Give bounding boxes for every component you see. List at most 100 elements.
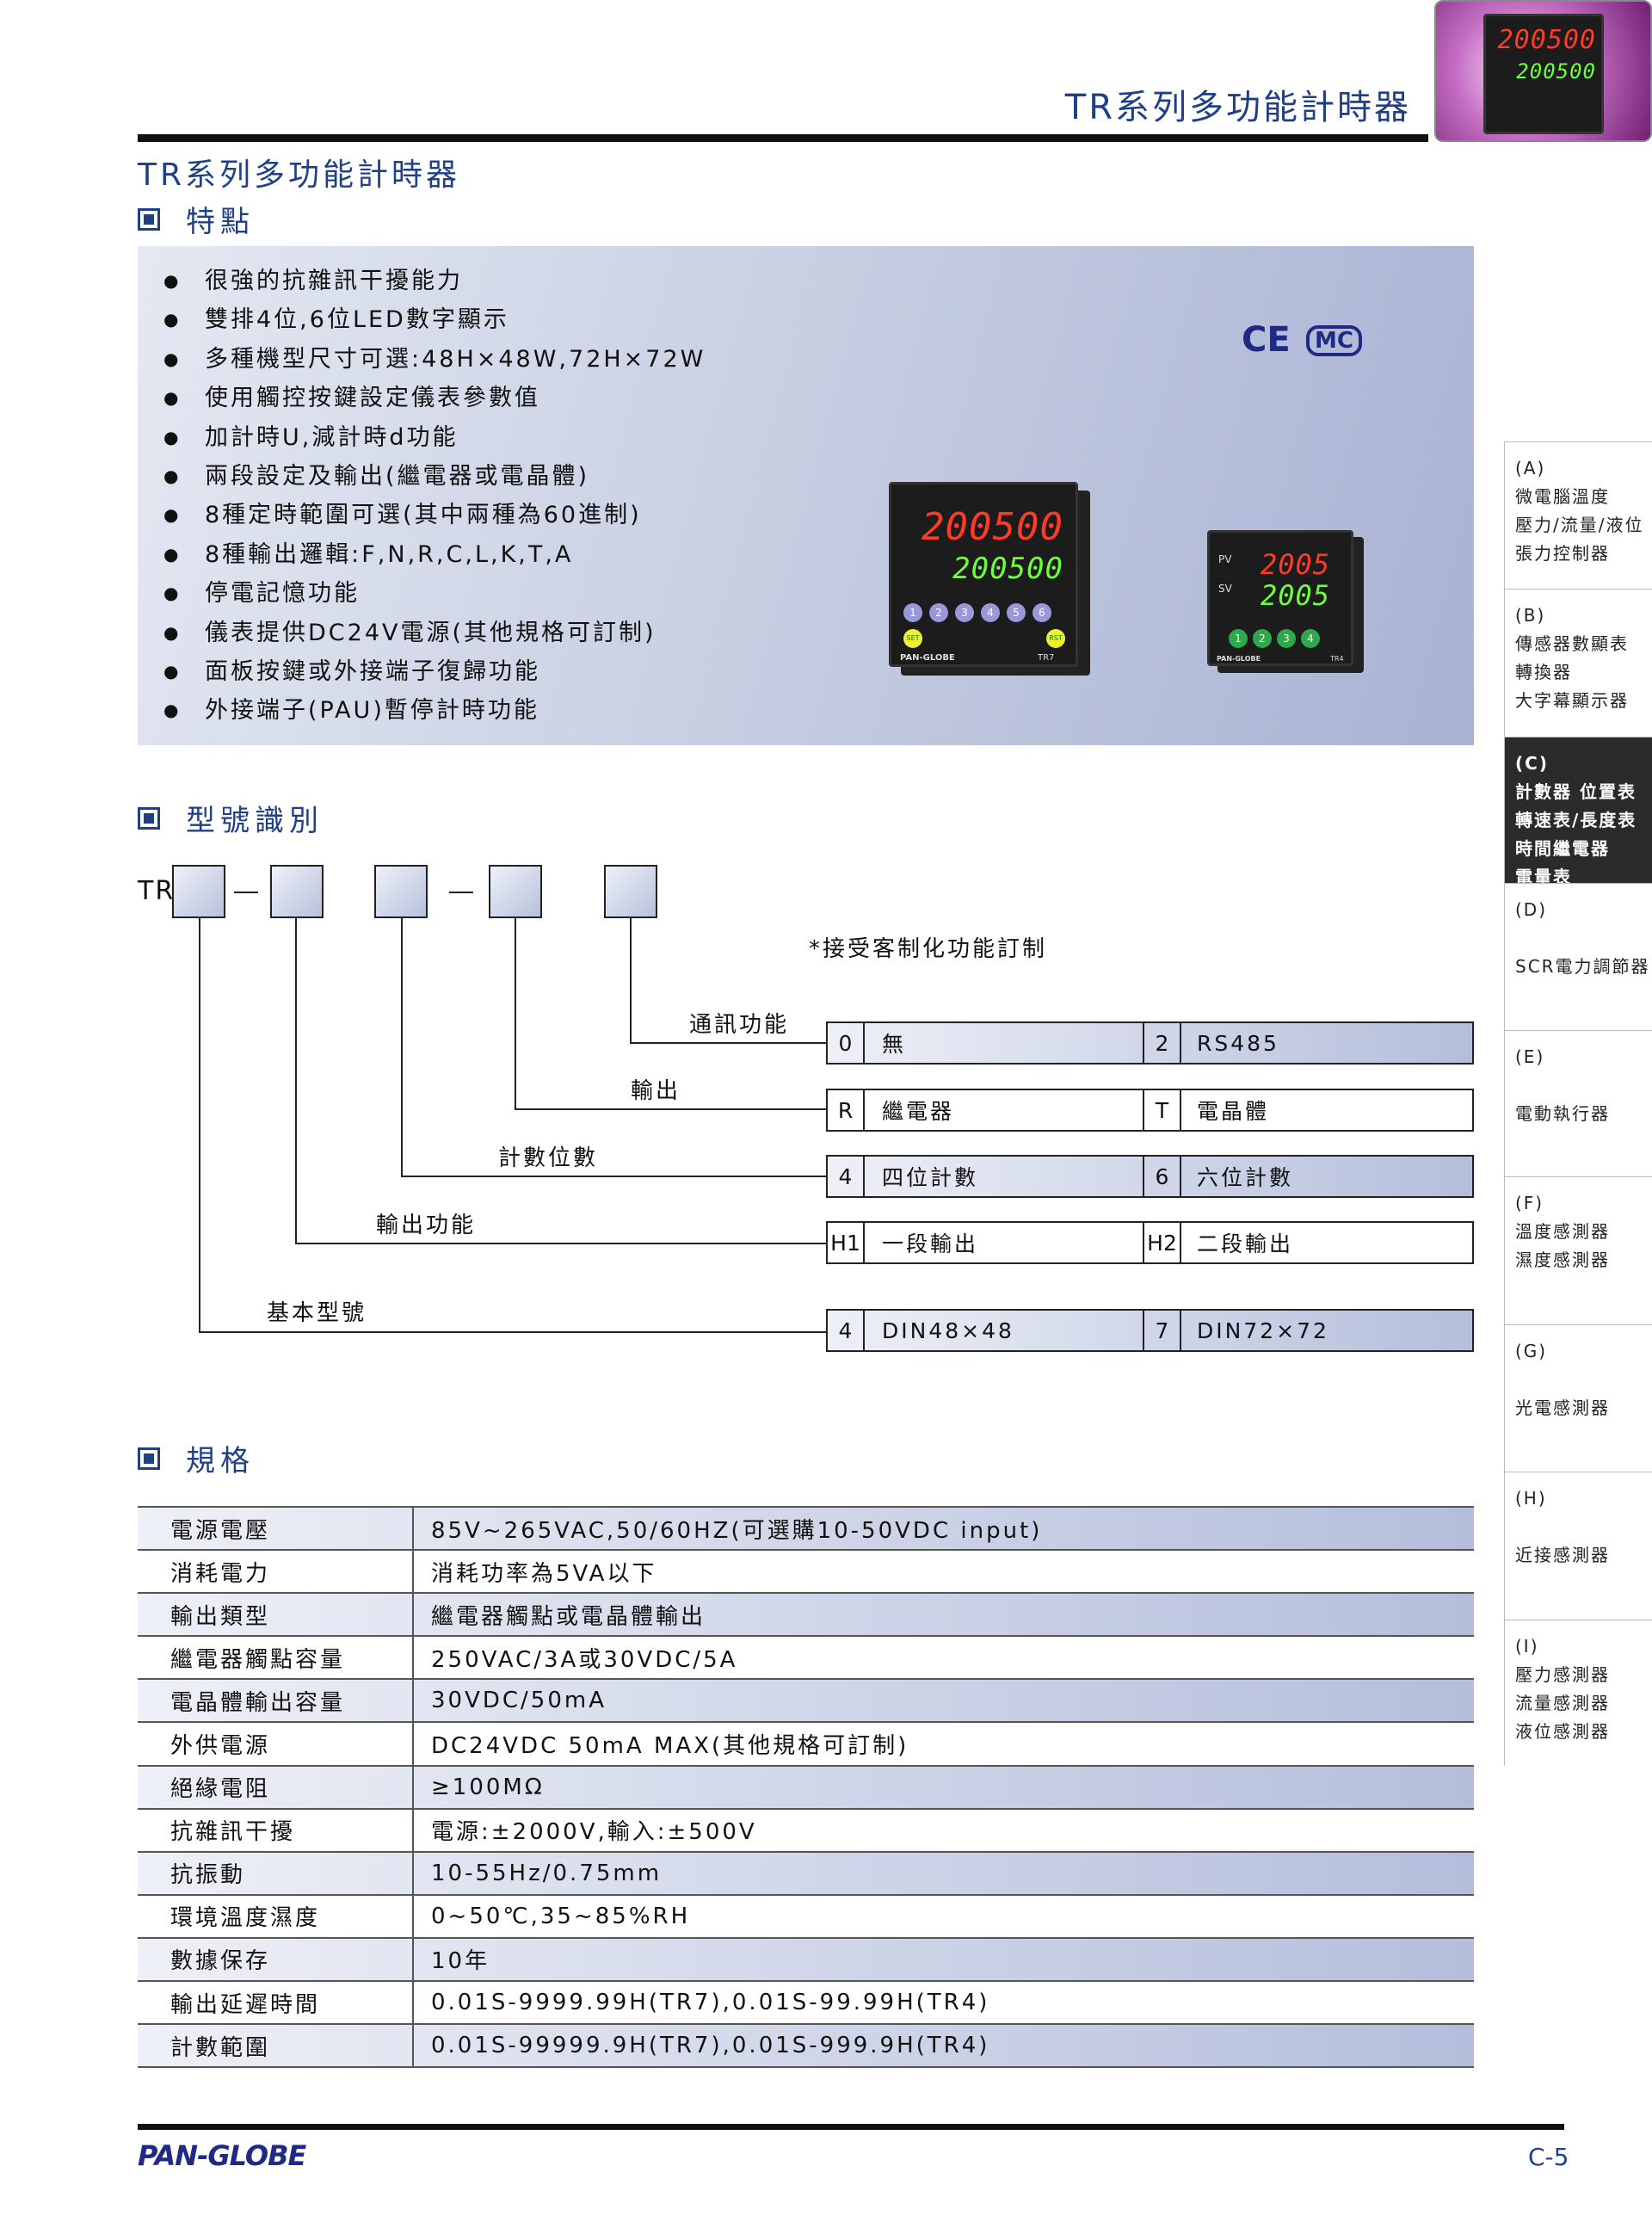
spec-label: 外供電源 [138,1721,414,1766]
square-bullet-icon [138,1447,160,1470]
heading-text: 型號識別 [186,804,324,838]
custom-note: *接受客制化功能訂制 [809,936,1048,962]
spec-row: 絕緣電阻≥100MΩ [138,1764,1474,1809]
sidebar-line: 濕度感測器 [1515,1250,1610,1270]
section-features-heading: 特點 [138,198,255,240]
brand-logo: PAN-GLOBE [138,2139,306,2172]
spec-value: 繼電器觸點或電晶體輸出 [413,1592,1474,1637]
feature-text: 儀表提供DC24V電源(其他規格可訂制) [205,619,656,646]
tr7-rst-key: RST [1046,629,1065,648]
heading-text: 特點 [186,205,255,239]
sidebar-line: 壓力感測器 [1515,1664,1610,1685]
spec-label: 環境溫度濕度 [138,1893,414,1938]
spec-value: 250VAC/3A或30VDC/5A [413,1635,1474,1680]
tr4-pv-display: 2005 [1260,548,1330,581]
square-bullet-icon [138,207,160,231]
sidebar-line [1515,1366,1652,1394]
sidebar-line: 電動執行器 [1515,1103,1610,1124]
option-t1: 無 [865,1023,1144,1063]
sidebar-line: 電量表 [1515,867,1572,887]
feature-text: 兩段設定及輸出(繼電器或電晶體) [205,462,590,490]
option-c1: 4 [828,1157,865,1196]
bullet-icon: ● [163,309,182,330]
option-c1: 4 [828,1311,865,1350]
tr4-pv-label: PV [1218,553,1232,565]
sidebar-item-b[interactable]: (B)傳感器數顯表轉換器大字幕顯示器 [1504,589,1652,737]
bullet-icon: ● [163,504,182,526]
spec-label: 繼電器觸點容量 [138,1635,414,1680]
tr7-sv-display: 200500 [952,552,1063,586]
feature-item: ●很強的抗雜訊干擾能力 [163,262,706,300]
tr7-model: TR7 [1038,653,1055,663]
model-prefix: TR [138,876,176,906]
sidebar-line [1515,1513,1652,1541]
spec-label: 抗振動 [138,1850,414,1895]
option-c2: 2 [1144,1023,1181,1063]
option-t2: RS485 [1197,1030,1279,1056]
bullet-icon: ● [163,426,182,447]
feature-text: 外接端子(PAU)暫停計時功能 [205,697,539,725]
tr7-key-6: 6 [1032,603,1051,622]
sidebar-line: SCR電力調節器 [1515,956,1650,977]
dash [234,892,258,893]
feature-text: 8種輸出邏輯:F,N,R,C,L,K,T,A [205,540,574,568]
option-t2: DIN72×72 [1197,1318,1329,1343]
tr7-key-5: 5 [1007,603,1026,622]
bullet-icon: ● [163,583,182,604]
spec-value: 0.01S-9999.99H(TR7),0.01S-99.99H(TR4) [413,1980,1474,2025]
option-t2: 六位計數 [1197,1165,1294,1190]
feature-text: 雙排4位,6位LED數字顯示 [205,306,509,334]
spec-value: 電源:±2000V,輸入:±500V [413,1807,1474,1852]
sidebar-item-h[interactable]: (H)近接感測器 [1504,1472,1652,1620]
sidebar-item-i[interactable]: (I)壓力感測器流量感測器液位感測器 [1504,1620,1652,1766]
tr7-key-2: 2 [929,603,948,622]
option-t1: 一段輸出 [865,1223,1144,1262]
feature-text: 使用觸控按鍵設定儀表參數值 [205,385,540,412]
sidebar-item-f[interactable]: (F)溫度感測器濕度感測器 [1504,1176,1652,1324]
sidebar-item-a[interactable]: (A)微電腦溫度壓力/流量/液位張力控制器 [1504,441,1652,589]
option-t2: 電晶體 [1197,1099,1270,1124]
page-number: C-5 [1528,2143,1569,2171]
option-label: 輸出功能 [376,1213,477,1238]
sidebar-line: 傳感器數顯表 [1515,633,1629,654]
sidebar-code: (I) [1515,1636,1539,1657]
header-product-thumbnail: 200500 200500 [1434,0,1652,142]
sidebar-line: 壓力/流量/液位 [1515,515,1644,535]
ce-mark-icon: CE [1242,320,1291,360]
sidebar-item-g[interactable]: (G)光電感測器 [1504,1324,1652,1472]
spec-row: 消耗電力消耗功率為5VA以下 [138,1549,1474,1594]
footer-divider [138,2124,1564,2130]
spec-label: 電源電壓 [138,1505,414,1551]
tr4-key-4: 4 [1301,629,1320,648]
dash [449,892,473,893]
sidebar-item-d[interactable]: (D)SCR電力調節器 [1504,883,1652,1030]
tr4-model: TR4 [1330,655,1344,663]
thumb-meter: 200500 200500 [1483,14,1604,134]
feature-item: ●停電記憶功能 [163,574,706,613]
sidebar-line: 張力控制器 [1515,543,1610,564]
spec-value: 0.01S-99999.9H(TR7),0.01S-999.9H(TR4) [413,2023,1474,2069]
sidebar-line: 溫度感測器 [1515,1221,1610,1242]
bullet-icon: ● [163,465,182,486]
feature-text: 多種機型尺寸可選:48H×48W,72H×72W [205,345,706,373]
feature-text: 很強的抗雜訊干擾能力 [205,268,463,294]
option-c2: H2 [1144,1223,1181,1262]
model-code-box-4 [489,865,542,918]
sidebar-line: 流量感測器 [1515,1693,1610,1713]
feature-item: ●儀表提供DC24V電源(其他規格可訂制) [163,614,706,652]
sidebar-item-c[interactable]: (C)計數器 位置表轉速表/長度表時間繼電器電量表 [1504,737,1652,887]
sidebar-item-e[interactable]: (E)電動執行器 [1504,1030,1652,1176]
bullet-icon: ● [163,660,182,682]
feature-item: ●8種定時範圍可選(其中兩種為60進制) [163,496,706,534]
